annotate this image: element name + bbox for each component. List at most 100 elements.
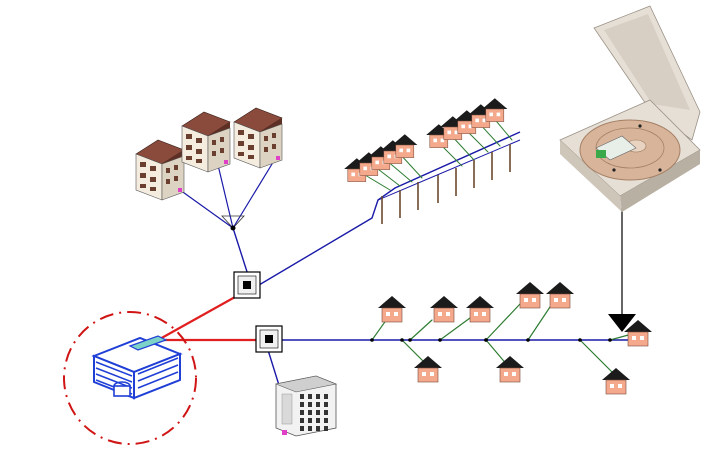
- office-floor-line: [95, 367, 133, 383]
- building-window: [316, 418, 320, 423]
- building-window: [300, 426, 304, 431]
- tap-point-icon: [608, 338, 612, 342]
- tap-point-icon: [578, 338, 582, 342]
- building-window: [308, 418, 312, 423]
- building-window: [316, 426, 320, 431]
- house-icon-shape: [413, 355, 443, 383]
- building-window: [300, 402, 304, 407]
- building-window: [324, 410, 328, 415]
- building-window: [316, 410, 320, 415]
- building-roof: [274, 375, 338, 393]
- building-window: [316, 402, 320, 407]
- office-floor-line: [137, 357, 179, 375]
- network-terminal-icon: [178, 188, 182, 192]
- building-window: [308, 394, 312, 399]
- house-icon-shape: [481, 97, 508, 123]
- apartment-building-icon: [135, 139, 185, 201]
- street-drop-link: [527, 303, 553, 341]
- house-icon-shape: [429, 295, 459, 323]
- building-window: [324, 418, 328, 423]
- building-window: [308, 410, 312, 415]
- drop-apartment-1: [179, 189, 234, 229]
- enclosure-base-side: [620, 150, 700, 212]
- street-drop-link: [579, 339, 613, 373]
- office-roof-unit: [128, 335, 168, 351]
- office-floor-line: [95, 361, 133, 377]
- building-window: [316, 394, 320, 399]
- street-house-icon: [515, 281, 545, 309]
- cabinet-splitter-icon: [243, 281, 251, 289]
- fiber-link-to-apartments: [232, 227, 250, 279]
- apartment-building-shape: [233, 107, 283, 169]
- building-window: [300, 394, 304, 399]
- network-terminal-icon: [282, 430, 287, 435]
- building-window: [308, 426, 312, 431]
- street-house-icon: [429, 295, 459, 323]
- cabinet-splitter-icon: [265, 335, 273, 343]
- office-floor-line: [137, 371, 179, 389]
- tap-point-icon: [408, 338, 412, 342]
- enclosure-screw-icon: [658, 168, 662, 172]
- street-house-icon: [465, 295, 495, 323]
- street-drop-link: [409, 319, 433, 341]
- splitter-lower-cabinet: [255, 325, 283, 353]
- apartment-building-shape: [181, 111, 231, 173]
- street-house-icon: [495, 355, 525, 383]
- splitter-connector: [596, 150, 606, 158]
- node-layer: [63, 5, 701, 445]
- drop-apartment-2: [217, 164, 234, 229]
- house-icon-shape: [515, 281, 545, 309]
- building-window: [324, 426, 328, 431]
- building-window: [324, 402, 328, 407]
- street-house-icon: [545, 281, 575, 309]
- callout-arrow-icon: [608, 314, 636, 332]
- building-window: [300, 410, 304, 415]
- tap-point-icon: [438, 338, 442, 342]
- street-drop-link: [485, 303, 521, 341]
- apartment-building-shape: [135, 139, 185, 201]
- house-icon-shape: [377, 295, 407, 323]
- street-drop-link: [439, 317, 471, 341]
- house-icon-shape: [545, 281, 575, 309]
- apartment-building-icon: [181, 111, 231, 173]
- tap-point-icon: [484, 338, 488, 342]
- link-layer: [156, 115, 633, 399]
- network-terminal-icon: [224, 160, 228, 164]
- tap-point-icon: [370, 338, 374, 342]
- building-window: [308, 402, 312, 407]
- office-rotunda-base: [113, 385, 131, 397]
- service-area-ring: [63, 311, 197, 445]
- office-floor-line: [137, 364, 179, 382]
- street-house-icon: [377, 295, 407, 323]
- street-house-icon: [413, 355, 443, 383]
- enclosure-base-front: [560, 140, 622, 212]
- drop-apartment-3: [232, 163, 273, 229]
- aerial-messenger-wire: [377, 139, 521, 201]
- apartment-building-icon: [233, 107, 283, 169]
- house-icon-shape: [391, 133, 418, 159]
- aerial-house-icon: [391, 133, 418, 159]
- building-window: [324, 394, 328, 399]
- fiber-splice-enclosure-photo: [559, 5, 701, 212]
- house-icon-shape: [465, 295, 495, 323]
- house-icon-shape: [495, 355, 525, 383]
- splitter-upper-cabinet: [233, 271, 261, 299]
- central-link-upper: [156, 290, 246, 342]
- house-icon-shape: [601, 367, 631, 395]
- splice-point-icon: [230, 225, 236, 231]
- splice-closure-icon: [221, 215, 245, 229]
- tap-point-icon: [526, 338, 530, 342]
- central-office-icon: [91, 335, 183, 400]
- commercial-building-icon: [274, 375, 338, 437]
- enclosure-lid-inner: [604, 14, 690, 110]
- street-house-icon: [601, 367, 631, 395]
- building-window: [300, 418, 304, 423]
- building-side: [281, 393, 293, 425]
- enclosure-screw-icon: [638, 124, 642, 128]
- enclosure-screw-icon: [612, 168, 616, 172]
- aerial-house-icon: [481, 97, 508, 123]
- tap-point-icon: [400, 338, 404, 342]
- aerial-drop-link: [399, 153, 423, 179]
- network-terminal-icon: [276, 156, 280, 160]
